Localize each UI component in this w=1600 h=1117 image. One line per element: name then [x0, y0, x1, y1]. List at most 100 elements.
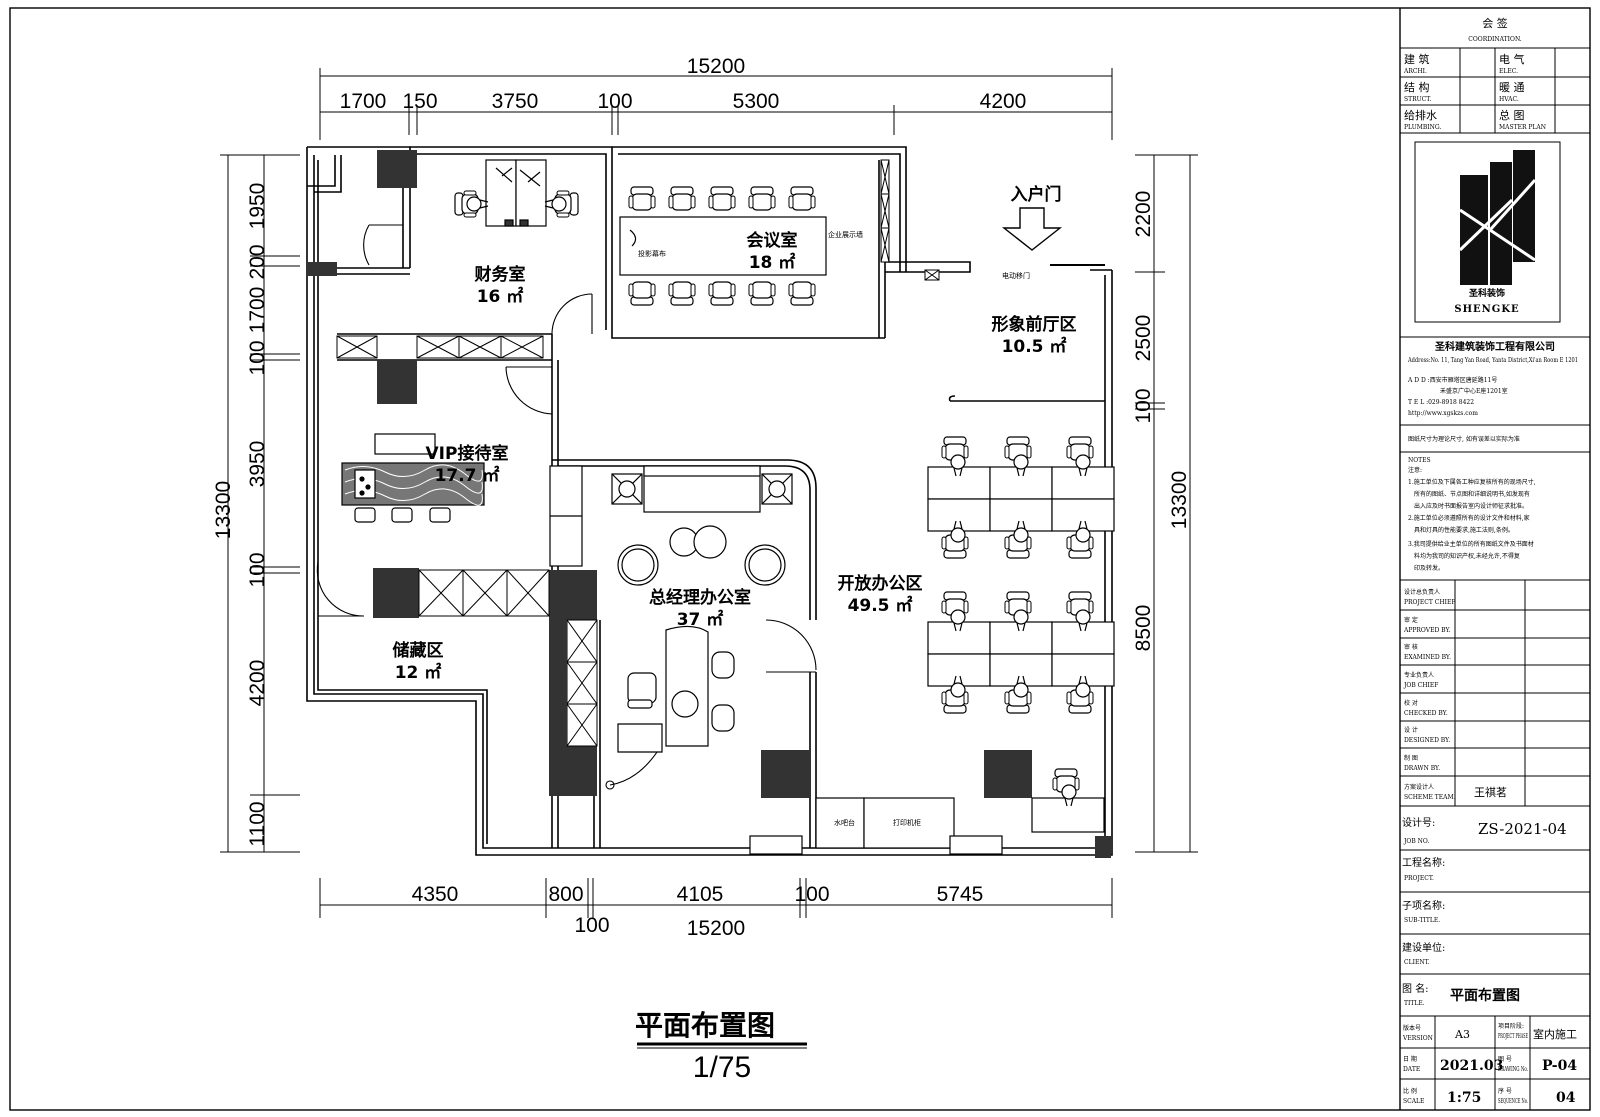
tb-scheme-designer: 王祺茗: [1474, 786, 1507, 799]
tb-disclaimer: 图纸尺寸为理论尺寸, 如有误差以实际为准: [1408, 435, 1520, 443]
room-storage-area: 12 ㎡: [395, 662, 442, 683]
tb-scale-label: 比 例: [1403, 1087, 1417, 1095]
room-meeting-area: 18 ㎡: [749, 252, 796, 273]
top-dim-5: 5300: [733, 90, 780, 113]
display-wall-label: 企业展示墙: [828, 230, 863, 239]
room-open-name: 开放办公区: [838, 573, 923, 594]
room-storage-name: 储藏区: [393, 640, 444, 661]
top-dim-6: 4200: [980, 90, 1027, 113]
right-total-dim: 13300: [1168, 471, 1191, 529]
tb-role-6-en: DESIGNED BY.: [1404, 737, 1450, 744]
tb-project-en: PROJECT.: [1404, 875, 1434, 882]
tb-seq-en: SEQUENCE No.: [1498, 1098, 1528, 1105]
tb-note-7: 料均为我司的知识产权,未经允许,不得复: [1414, 552, 1520, 560]
left-dim-6: 100: [246, 552, 269, 587]
room-gm-area: 37 ㎡: [677, 609, 724, 630]
tb-role-6: 设 计: [1404, 726, 1418, 734]
top-dim-3: 3750: [492, 90, 539, 113]
tb-role-4: 专业负责人: [1404, 671, 1434, 679]
bottom-dim-5: 5745: [937, 883, 984, 906]
entrance-arrow-icon: [1001, 207, 1063, 251]
logo-en: SHENGKE: [1454, 304, 1519, 315]
tb-role-5: 校 对: [1404, 699, 1418, 707]
tb-coordination: 会 签: [1482, 16, 1508, 30]
right-dim-3: 100: [1132, 388, 1155, 423]
drawing-frame: [9, 7, 1591, 1111]
tb-master-plan: 总 图: [1499, 108, 1525, 122]
tb-title-en: TITLE.: [1404, 1000, 1425, 1007]
tb-hvac-en: HVAC.: [1499, 96, 1519, 103]
tb-role-1: 设计总负责人: [1404, 588, 1440, 596]
tb-version-en: VERSION: [1402, 1035, 1433, 1042]
tb-address-cn-1: A D D :西安市雁塔区唐延路11号: [1407, 376, 1497, 384]
tb-phase: 室内施工: [1533, 1027, 1577, 1041]
room-open-area: 49.5 ㎡: [848, 595, 913, 616]
tb-date-label: 日 期: [1403, 1055, 1417, 1063]
tb-struct-en: STRUCT.: [1404, 96, 1431, 103]
tb-project-label: 工程名称:: [1402, 856, 1445, 869]
tb-drawing-no-label: 图 号: [1498, 1056, 1512, 1063]
right-dim-4: 8500: [1132, 605, 1155, 652]
tb-note-1: 1.施工单位及下属各工种应复核所有的现场尺寸,: [1408, 478, 1536, 486]
room-lobby-area: 10.5 ㎡: [1002, 336, 1067, 357]
columns: [307, 150, 1111, 858]
room-vip-name: VIP接待室: [426, 443, 509, 464]
tb-address-cn-2: 禾盛京广中心E座1201室: [1440, 387, 1508, 395]
tb-note-3: 出入应及时书面报告室内设计师征求批准。: [1414, 502, 1528, 510]
tb-elec-en: ELEC.: [1499, 68, 1518, 75]
tb-tel: T E L :029-8918 8422: [1408, 399, 1474, 406]
tb-title-value: 平面布置图: [1450, 987, 1520, 1004]
tb-subtitle-en: SUB-TITLE.: [1404, 917, 1440, 924]
meeting-table: [619, 186, 827, 306]
company-logo: [1414, 141, 1561, 323]
tb-version: A3: [1454, 1028, 1470, 1041]
left-dim-3: 1700: [246, 287, 269, 334]
tb-role-2-en: APPROVED BY.: [1403, 627, 1451, 634]
right-dim-2: 2500: [1132, 315, 1155, 362]
tb-date-en: DATE: [1403, 1066, 1420, 1073]
room-meeting-name: 会议室: [747, 230, 798, 251]
tb-archi: 建 筑: [1404, 52, 1430, 66]
title-block: [1400, 47, 1590, 1110]
logo-cn: 圣科装饰: [1469, 287, 1505, 299]
projector-screen-label: 投影幕布: [638, 249, 666, 258]
tb-scale: 1:75: [1447, 1090, 1481, 1106]
top-dim-2: 150: [402, 90, 437, 113]
drawing-title: 平面布置图: [635, 1009, 775, 1042]
sliding-door-label: 电动移门: [1002, 271, 1030, 280]
tb-role-8-en: SCHEME TEAM.: [1404, 794, 1456, 801]
tb-client-label: 建设单位:: [1402, 941, 1445, 954]
tb-archi-en: ARCHI.: [1403, 68, 1427, 75]
tb-plumbing-en: PLUMBING.: [1404, 124, 1442, 131]
left-dim-7: 4200: [246, 660, 269, 707]
left-dim-1: 1950: [246, 183, 269, 230]
room-gm-name: 总经理办公室: [649, 587, 751, 608]
tb-client-en: CLIENT.: [1404, 959, 1430, 966]
tb-job-no-en: JOB NO.: [1403, 838, 1429, 845]
tb-role-3: 审 核: [1404, 643, 1418, 651]
tb-note-2: 所有的图纸、节点图和详细说明书,如发现有: [1414, 490, 1530, 498]
right-dim-1: 2200: [1132, 191, 1155, 238]
tb-notes-head: NOTES: [1408, 457, 1431, 464]
tb-note-5: 具和灯具的性能要求,施工法则,条例。: [1414, 526, 1514, 534]
room-lobby-name: 形象前厅区: [992, 314, 1077, 335]
bottom-dim-2: 800: [548, 883, 583, 906]
right-dimensions: [1135, 154, 1198, 853]
tb-role-7-en: DRAWN BY.: [1404, 765, 1440, 772]
tb-note-4: 2.施工单位必须遵照所有的设计文件和材料,家: [1408, 514, 1530, 522]
top-total-dim: 15200: [687, 55, 745, 78]
room-vip-area: 17.7 ㎡: [435, 465, 500, 486]
bottom-dim-4: 100: [794, 883, 829, 906]
water-cabinet-label: 水吧台: [834, 818, 855, 827]
top-dimensions: [319, 68, 1113, 140]
left-dim-2: 200: [246, 244, 269, 279]
bottom-sub-dim: 100: [574, 914, 609, 937]
tb-version-label: 版本号: [1403, 1024, 1421, 1032]
tb-hvac: 暖 通: [1499, 81, 1525, 94]
bottom-dim-3: 4105: [677, 883, 724, 906]
tb-address-en: Address:No. 11, Tang Yan Road, Yanta Dis…: [1407, 357, 1578, 364]
tb-role-5-en: CHECKED BY.: [1404, 710, 1448, 717]
tb-web: http://www.xgskzs.com: [1408, 410, 1478, 417]
drawing-scale: 1/75: [693, 1051, 751, 1084]
